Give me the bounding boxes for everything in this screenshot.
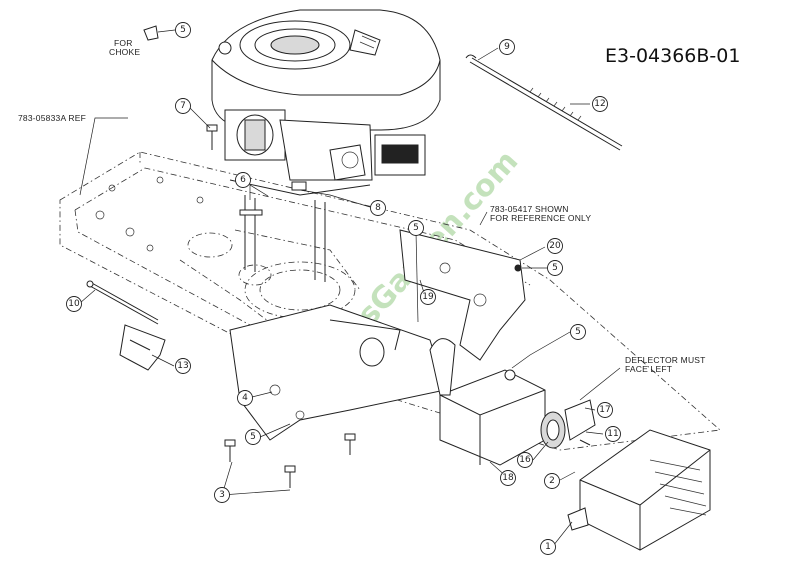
note-choke-line2: CHOKE: [109, 47, 140, 57]
spark-arrestor: [540, 399, 596, 449]
svg-text:5: 5: [575, 327, 581, 337]
callout-11: 9: [499, 39, 515, 55]
engine-bolts: [239, 181, 326, 282]
rod: [465, 54, 623, 151]
mounting-bracket: [399, 229, 526, 361]
svg-text:12: 12: [594, 99, 605, 109]
svg-text:18: 18: [502, 473, 514, 483]
note-deflector: DEFLECTOR MUST FACE LEFT: [625, 355, 706, 374]
callout-17: 17: [597, 402, 613, 418]
callout-16: 16: [517, 452, 533, 468]
svg-text:5: 5: [413, 223, 419, 233]
engine: [211, 9, 441, 196]
svg-text:16: 16: [519, 455, 531, 465]
callout-8: 5: [175, 22, 191, 38]
leader-lines: [79, 29, 621, 547]
callout-4: 4: [237, 390, 253, 406]
callout-5-low: 5: [245, 429, 261, 445]
callout-19: 19: [420, 289, 436, 305]
callout-5-top: 5: [408, 220, 424, 236]
engine-plate: [229, 304, 446, 441]
cable-and-clip: [86, 280, 166, 371]
heat-shield: [567, 429, 711, 551]
svg-text:3: 3: [219, 490, 225, 500]
note-bracket-line2: FOR REFERENCE ONLY: [490, 213, 591, 223]
note-choke-line1: FOR: [114, 38, 133, 48]
svg-text:20: 20: [549, 241, 561, 251]
callout-5-right: 5: [547, 260, 563, 276]
svg-text:4: 4: [242, 393, 248, 403]
svg-text:2: 2: [549, 476, 555, 486]
svg-text:6: 6: [240, 175, 246, 185]
callout-12: 11: [605, 426, 621, 442]
note-bracket-line1: 783-05417 SHOWN: [490, 204, 569, 214]
diagram-code: E3-04366B-01: [605, 45, 740, 67]
svg-text:17: 17: [599, 405, 610, 415]
callout-18: 18: [500, 470, 516, 486]
svg-text:8: 8: [375, 203, 381, 213]
callout-7: 7: [175, 98, 191, 114]
svg-text:10: 10: [68, 299, 80, 309]
svg-text:5: 5: [180, 25, 186, 35]
note-bracket-ref: 783-05417 SHOWN FOR REFERENCE ONLY: [490, 204, 591, 223]
note-frame-ref: 783-05833A REF: [18, 113, 86, 123]
callout-2: 2: [544, 473, 560, 489]
callout-5-mid: 5: [570, 324, 586, 340]
callout-10: 10: [66, 296, 82, 312]
small-hardware: [143, 25, 218, 150]
callout-1: 1: [540, 539, 556, 555]
mounting-bolts: [224, 433, 356, 488]
callout-20: 20: [547, 238, 563, 254]
note-deflector-line2: FACE LEFT: [625, 364, 672, 374]
note-deflector-line1: DEFLECTOR MUST: [625, 355, 706, 365]
svg-text:9: 9: [504, 42, 510, 52]
muffler: [429, 338, 546, 466]
callout-13: 13: [175, 358, 191, 374]
callout-3: 3: [214, 487, 230, 503]
callout-9: 8: [370, 200, 386, 216]
svg-text:1: 1: [545, 542, 551, 552]
svg-text:13: 13: [177, 361, 188, 371]
svg-text:11: 11: [607, 429, 618, 439]
callout-15: 12: [592, 96, 608, 112]
svg-text:5: 5: [552, 263, 558, 273]
svg-text:5: 5: [250, 432, 256, 442]
note-choke: FOR CHOKE: [109, 38, 140, 57]
svg-text:19: 19: [422, 292, 434, 302]
svg-text:7: 7: [180, 101, 186, 111]
callout-6: 6: [235, 172, 251, 188]
